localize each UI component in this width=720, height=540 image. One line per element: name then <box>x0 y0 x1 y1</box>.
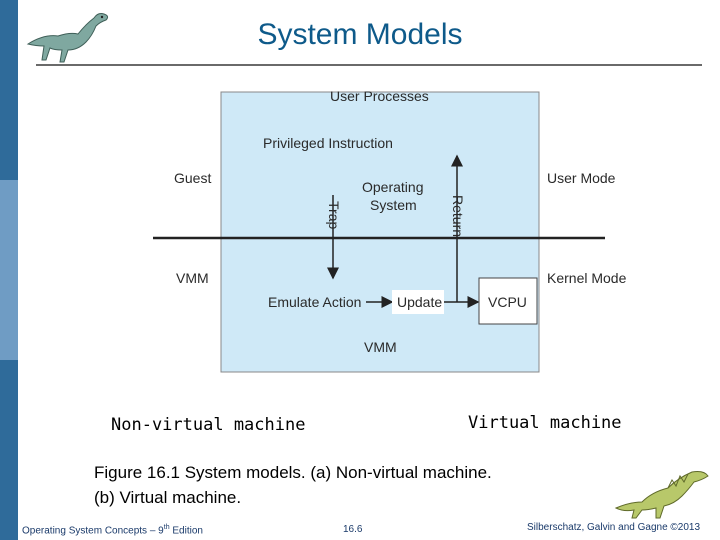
update-label: Update <box>397 294 443 310</box>
footer-page-number: 16.6 <box>343 524 363 535</box>
caption-line-1: Figure 16.1 System models. (a) Non-virtu… <box>94 463 492 482</box>
user-processes-label: User Processes <box>330 88 429 104</box>
kernel-mode-label: Kernel Mode <box>547 270 627 286</box>
privileged-instruction-label: Privileged Instruction <box>263 135 393 151</box>
virtual-machine-panel <box>220 91 540 373</box>
vmm-left-label: VMM <box>176 270 209 286</box>
user-mode-label: User Mode <box>547 170 616 186</box>
non-virtual-machine-label: Non-virtual machine <box>111 415 306 435</box>
trap-label: Trap <box>326 201 342 230</box>
operating-system-label-line2: System <box>370 197 417 213</box>
return-label: Return <box>450 195 466 238</box>
footer-authors: Silberschatz, Galvin and Gagne ©2013 <box>527 522 701 533</box>
vmm-bottom-label: VMM <box>364 339 397 355</box>
vcpu-box <box>478 277 538 325</box>
caption-line-2: (b) Virtual machine. <box>94 488 242 507</box>
slide-title: System Models <box>257 18 463 51</box>
dinosaur-logo-icon <box>26 13 109 63</box>
update-box <box>392 290 444 314</box>
virtual-machine-label: Virtual machine <box>468 413 622 433</box>
operating-system-label-line1: Operating <box>362 179 424 195</box>
dinosaur-footer-icon <box>614 471 709 519</box>
guest-label: Guest <box>174 170 212 186</box>
sidebar-band <box>0 180 18 360</box>
vcpu-label: VCPU <box>488 294 527 310</box>
figure-caption: Figure 16.1 System models. (a) Non-virtu… <box>94 460 492 510</box>
emulate-action-label: Emulate Action <box>268 294 362 310</box>
footer-book-title: Operating System Concepts – 9th Edition <box>22 524 203 537</box>
title-divider <box>36 64 702 66</box>
left-sidebar <box>0 0 18 540</box>
